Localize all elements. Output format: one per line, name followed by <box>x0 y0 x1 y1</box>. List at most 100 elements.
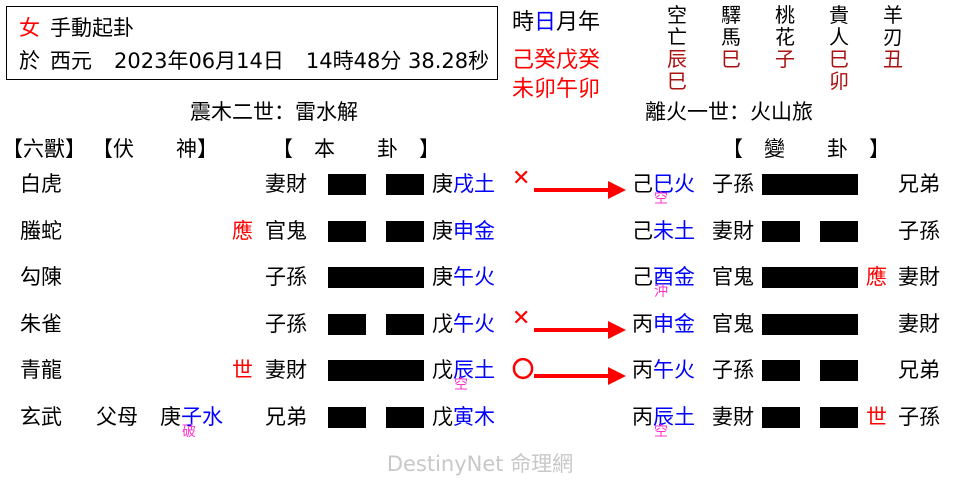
primary-yao-line <box>328 360 424 386</box>
changed-yao-ganzhi: 丙辰土空 <box>632 404 695 440</box>
shensha-column: 空 亡 辰 巳 <box>650 4 704 92</box>
shensha-table: 空 亡 辰 巳 驛 馬 巳 桃 花 子 貴 人 巳 卯 羊 刃 丑 <box>650 4 920 92</box>
primary-six-relative: 兄弟 <box>265 404 307 429</box>
changed-yao-ganzhi: 己酉金沖 <box>632 265 695 300</box>
pillar-header-month: 月 <box>556 10 579 35</box>
changed-shi-ying-marker: 世 <box>866 404 887 429</box>
casting-method-line: 女手動起卦 <box>19 12 134 42</box>
column-header-hidden-gods: 【伏 神】 <box>92 137 218 161</box>
shensha-name-top: 驛 <box>721 3 741 27</box>
pillar-branches-row: 未卯午卯 <box>512 77 601 102</box>
pillar-header-year: 年 <box>578 10 601 35</box>
column-header-changed-hexagram: 【 變 卦 】 <box>722 137 890 161</box>
changed-six-relative: 子孫 <box>712 172 754 196</box>
time-value: 14時48分 38.28秒 <box>305 49 490 73</box>
transform-arrow-icon <box>534 313 626 339</box>
changed-yao-ganzhi: 己巳火空 <box>632 172 695 207</box>
date-value: 2023年06月14日 <box>114 49 284 73</box>
shensha-name-bottom: 馬 <box>721 25 741 49</box>
primary-six-relative: 官鬼 <box>265 218 307 243</box>
primary-six-relative: 子孫 <box>265 265 307 289</box>
changed-yao-ganzhi: 己未土 <box>632 218 695 243</box>
hidden-god-label: 父母 <box>96 404 138 429</box>
shensha-name-bottom: 人 <box>829 25 849 49</box>
six-beast-label: 白虎 <box>20 172 62 196</box>
six-beast-label: 玄武 <box>20 404 62 429</box>
shensha-value-bottom: 巳 <box>667 69 687 93</box>
changed-six-relative-outer: 妻財 <box>898 265 940 289</box>
shensha-value-top: 巳 <box>829 47 849 71</box>
changed-six-relative: 官鬼 <box>712 265 754 289</box>
hexagram-row: 勾陳 子孫 庚午火 己酉金沖官鬼 應妻財 <box>0 253 960 299</box>
primary-six-relative: 妻財 <box>265 358 307 382</box>
changed-six-relative-outer: 妻財 <box>898 311 940 336</box>
changed-six-relative-outer: 子孫 <box>898 404 940 429</box>
primary-yao-ganzhi: 庚申金 <box>432 218 495 243</box>
shensha-name-top: 貴 <box>829 3 849 27</box>
primary-yao-line <box>328 220 424 247</box>
transform-arrow-icon <box>534 359 626 385</box>
method-label: 手動起卦 <box>50 16 134 40</box>
primary-yao-line <box>328 313 424 340</box>
primary-six-relative: 妻財 <box>265 172 307 196</box>
shensha-name-bottom: 花 <box>775 25 795 49</box>
primary-yao-line <box>328 174 424 200</box>
changing-line-marker: ✕ <box>512 166 531 191</box>
hexagram-row: 白虎 妻財 庚戌土 ✕ 己巳火空子孫 兄弟 <box>0 160 960 206</box>
hidden-god-ganzhi: 庚子水破 <box>160 404 223 440</box>
shensha-column: 羊 刃 丑 <box>866 4 920 92</box>
column-header-six-beasts: 【六獸】 <box>2 137 86 161</box>
changed-yao-line <box>762 406 858 433</box>
six-beast-label: 勾陳 <box>20 265 62 289</box>
shensha-value-top: 巳 <box>721 47 741 71</box>
changed-yao-ganzhi: 丙午火 <box>632 358 695 382</box>
hexagram-row: 玄武 父母庚子水破 兄弟 戊寅木 丙辰土空妻財 世子孫 <box>0 393 960 439</box>
changed-six-relative: 妻財 <box>712 218 754 243</box>
primary-yao-ganzhi: 庚戌土 <box>432 172 495 196</box>
primary-shi-ying-marker: 應 <box>232 218 253 243</box>
changed-shi-ying-marker: 應 <box>866 265 887 289</box>
changed-yao-ganzhi: 丙申金 <box>632 311 695 336</box>
gender-label: 女 <box>19 16 40 40</box>
changed-six-relative: 官鬼 <box>712 311 754 336</box>
changed-six-relative: 子孫 <box>712 358 754 382</box>
primary-yao-line <box>328 267 424 293</box>
changed-six-relative: 妻財 <box>712 404 754 429</box>
changed-yao-line <box>762 313 858 340</box>
changed-yao-line <box>762 220 858 247</box>
transform-arrow-icon <box>534 173 626 199</box>
four-pillars-header: 時日月年 <box>512 4 632 36</box>
primary-six-relative: 子孫 <box>265 311 307 336</box>
changed-yao-line <box>762 360 858 386</box>
shensha-value-top: 子 <box>775 47 795 71</box>
six-beast-label: 青龍 <box>20 358 62 382</box>
changed-hexagram-title: 離火一世：火山旅 <box>645 100 813 124</box>
primary-hexagram-title: 震木二世：雷水解 <box>190 100 358 124</box>
shensha-name-top: 桃 <box>775 3 795 27</box>
four-pillars-block: 時日月年 己癸戊癸 未卯午卯 <box>512 4 632 103</box>
shensha-value-top: 辰 <box>667 47 687 71</box>
changing-line-marker: 〇 <box>512 358 535 383</box>
hexagram-row: 朱雀子孫戊午火✕丙申金官鬼妻財 <box>0 300 960 346</box>
changed-six-relative-outer: 兄弟 <box>898 172 940 196</box>
shensha-column: 貴 人 巳 卯 <box>812 4 866 92</box>
changed-six-relative-outer: 子孫 <box>898 218 940 243</box>
shensha-name-top: 羊 <box>883 3 903 27</box>
changed-yao-line <box>762 267 858 293</box>
shensha-name-top: 空 <box>667 3 687 27</box>
shensha-column: 驛 馬 巳 <box>704 4 758 92</box>
primary-yao-ganzhi: 庚午火 <box>432 265 495 289</box>
primary-shi-ying-marker: 世 <box>232 358 253 382</box>
column-header-primary-hexagram: 【 本 卦 】 <box>272 137 440 161</box>
shensha-column: 桃 花 子 <box>758 4 812 92</box>
shensha-name-bottom: 刃 <box>883 25 903 49</box>
primary-yao-ganzhi: 戊寅木 <box>432 404 495 429</box>
watermark: DestinyNet 命理網 <box>386 452 574 476</box>
changed-six-relative-outer: 兄弟 <box>898 358 940 382</box>
hexagram-row: 螣蛇應官鬼庚申金己未土妻財子孫 <box>0 207 960 253</box>
primary-yao-ganzhi: 戊辰土空 <box>432 358 495 393</box>
changing-line-marker: ✕ <box>512 305 531 331</box>
shensha-name-bottom: 亡 <box>667 25 687 49</box>
shensha-value-top: 丑 <box>883 47 903 71</box>
